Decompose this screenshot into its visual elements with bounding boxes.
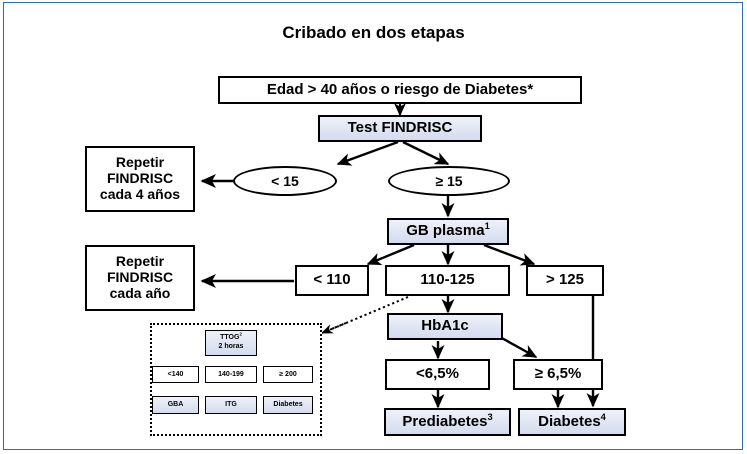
- plasma-glucose-label: GB plasma1: [406, 221, 490, 240]
- findrisc-test-label: Test FINDRISC: [347, 119, 453, 137]
- ogtt-result-diabetes-box: Diabetes: [263, 396, 313, 414]
- page-title: Cribado en dos etapas: [282, 23, 465, 42]
- score-low-oval: < 15: [233, 166, 337, 196]
- ogtt-box: TTOG2 2 horas: [205, 330, 257, 356]
- findrisc-test-box: Test FINDRISC: [318, 115, 482, 142]
- glucose-mid-box: 110-125: [385, 265, 510, 296]
- ogtt-result-gba-box: GBA: [152, 396, 199, 414]
- ogtt-label: TTOG2: [220, 331, 242, 342]
- prediabetes-label: Prediabetes3: [402, 411, 493, 430]
- glucose-high-box: > 125: [526, 265, 604, 296]
- score-low-label: < 15: [271, 173, 299, 189]
- ogtt-range-low-label: <140: [167, 370, 184, 378]
- score-high-oval: ≥ 15: [388, 166, 510, 196]
- diagram-frame: [3, 2, 743, 450]
- glucose-low-box: < 110: [295, 265, 369, 296]
- hba1c-low-label: <6,5%: [416, 365, 459, 383]
- diabetes-footnote: 4: [600, 411, 606, 422]
- ogtt-result-itg-box: ITG: [205, 396, 257, 414]
- ogtt-range-high-label: ≥ 200: [279, 370, 297, 378]
- hba1c-low-box: <6,5%: [385, 359, 490, 390]
- ogtt-footnote: 2: [239, 331, 242, 337]
- hba1c-box: HbA1c: [387, 313, 503, 340]
- entry-criteria-box: Edad > 40 años o riesgo de Diabetes*: [218, 76, 582, 104]
- ogtt-range-mid-box: 140-199: [205, 366, 257, 383]
- ogtt-result-gba-label: GBA: [167, 401, 184, 409]
- repeat-1-year-box: Repetir FINDRISC cada año: [85, 245, 195, 311]
- glucose-mid-label: 110-125: [420, 271, 475, 289]
- plasma-glucose-box: GB plasma1: [387, 218, 509, 245]
- entry-criteria-label: Edad > 40 años o riesgo de Diabetes*: [266, 80, 534, 98]
- diabetes-box: Diabetes4: [518, 408, 626, 436]
- diabetes-label: Diabetes4: [538, 411, 606, 430]
- ogtt-time-label: 2 horas: [218, 343, 244, 350]
- repeat-1-year-label: Repetir FINDRISC cada año: [106, 253, 174, 301]
- ogtt-result-itg-label: ITG: [225, 401, 237, 409]
- hba1c-high-label: ≥ 6,5%: [534, 365, 582, 383]
- glucose-high-label: > 125: [546, 271, 584, 289]
- prediabetes-box: Prediabetes3: [384, 408, 511, 436]
- glucose-low-label: < 110: [313, 271, 351, 289]
- plasma-glucose-footnote: 1: [484, 221, 490, 232]
- score-high-label: ≥ 15: [435, 173, 463, 189]
- ogtt-result-diabetes-label: Diabetes: [273, 401, 303, 409]
- repeat-4-years-label: Repetir FINDRISC cada 4 años: [99, 154, 181, 202]
- ogtt-range-high-box: ≥ 200: [263, 366, 313, 383]
- hba1c-high-box: ≥ 6,5%: [513, 359, 603, 390]
- hba1c-label: HbA1c: [421, 317, 469, 335]
- repeat-4-years-box: Repetir FINDRISC cada 4 años: [85, 146, 195, 212]
- prediabetes-footnote: 3: [487, 411, 493, 422]
- ogtt-range-low-box: <140: [152, 366, 199, 383]
- ogtt-range-mid-label: 140-199: [218, 370, 244, 378]
